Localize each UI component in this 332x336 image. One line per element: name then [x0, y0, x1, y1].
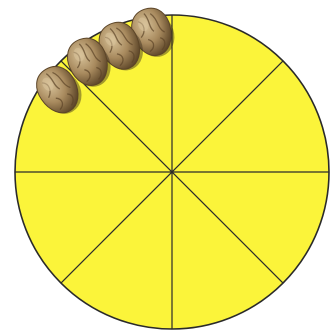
section-dividers [15, 15, 329, 329]
